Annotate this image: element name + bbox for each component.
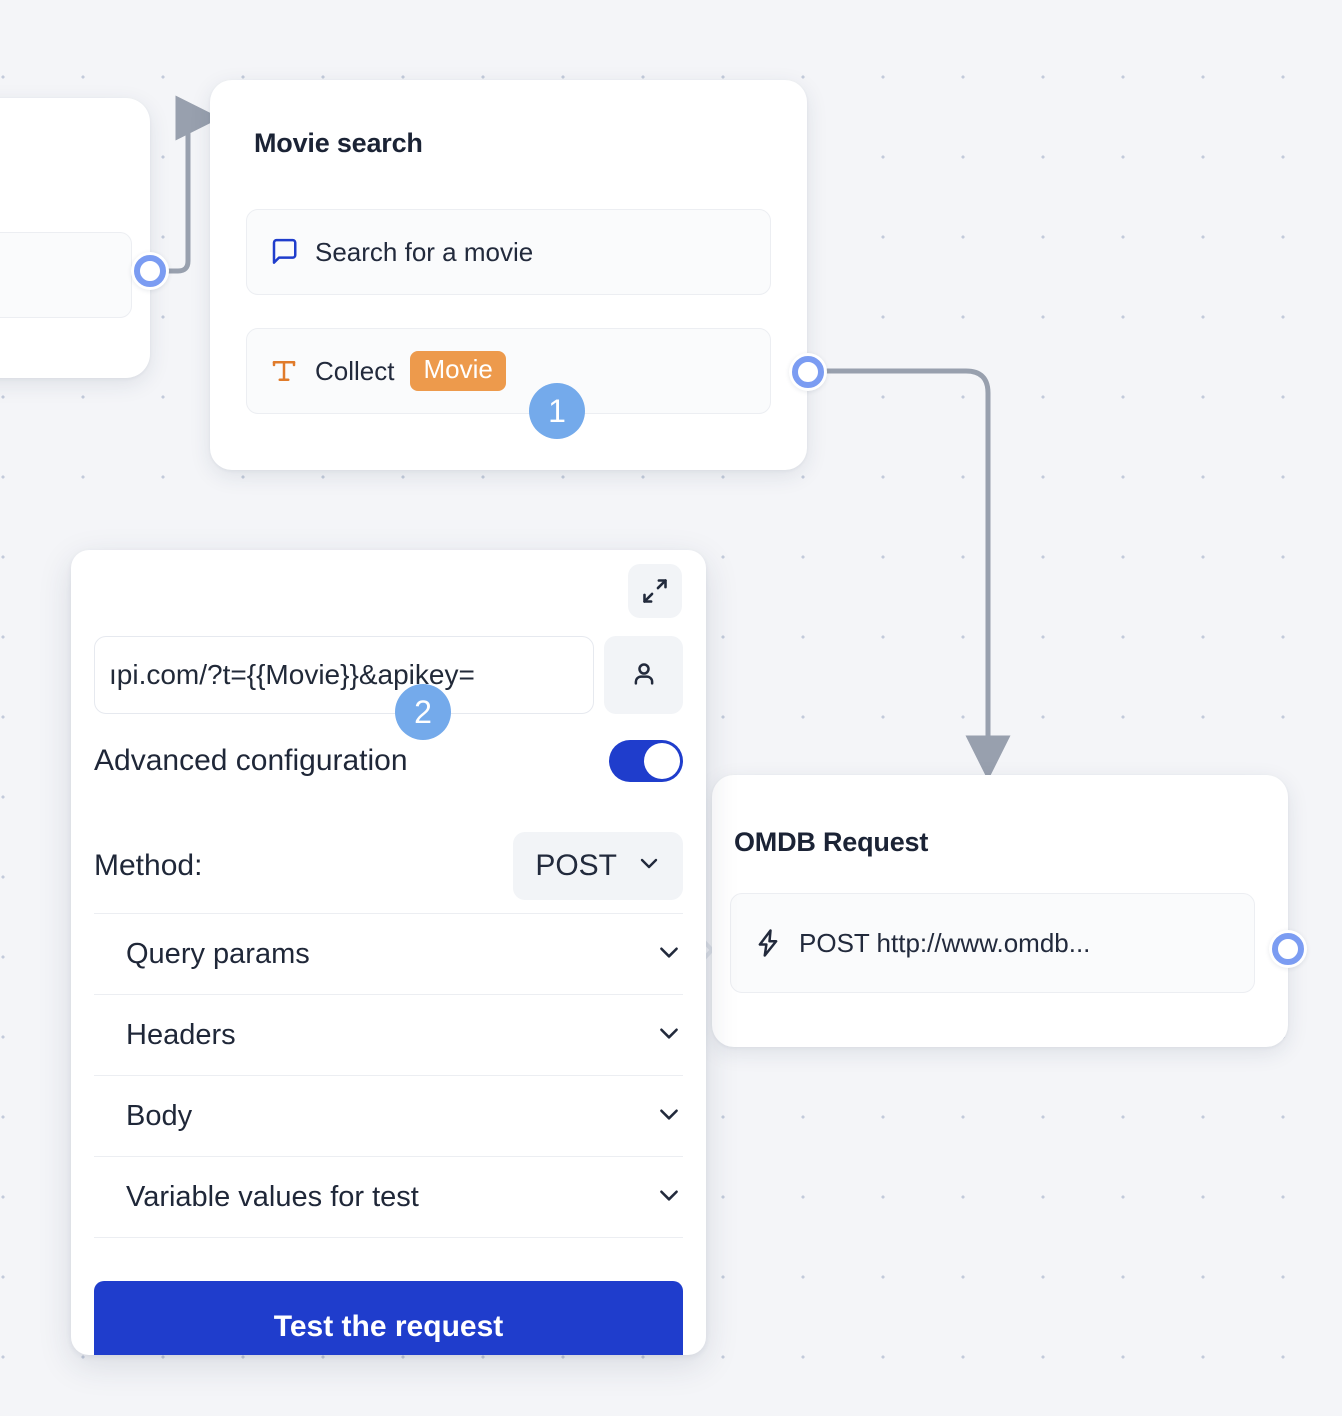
person-icon	[629, 659, 659, 692]
node-row-label: POST http://www.omdb...	[799, 927, 1091, 958]
node-row-collect-movie[interactable]: Collect Movie	[246, 328, 771, 414]
connection-port-left-node[interactable]	[131, 252, 169, 290]
variable-chip-movie[interactable]: Movie	[410, 351, 506, 391]
url-row	[94, 636, 683, 714]
node-row-search-for-a-movie[interactable]: Search for a movie	[246, 209, 771, 295]
section-variable-values-for-test[interactable]: Variable values for test	[94, 1156, 683, 1237]
chevron-down-icon	[656, 1020, 682, 1051]
section-label: Headers	[126, 1018, 236, 1051]
advanced-configuration-toggle[interactable]	[609, 740, 683, 782]
node-partial-left[interactable]	[0, 98, 150, 378]
node-omdb-request[interactable]: OMDB Request POST http://www.omdb...	[712, 775, 1288, 1047]
page-title: Movie search	[254, 128, 423, 158]
node-row-label: Collect	[315, 355, 395, 386]
request-config-panel[interactable]: Advanced configuration Method: POST Quer…	[71, 550, 706, 1355]
connector-movie-to-omdb	[824, 368, 1011, 781]
connection-port-movie-search[interactable]	[789, 353, 827, 391]
connector-left-to-movie	[165, 95, 221, 274]
advanced-configuration-row: Advanced configuration	[94, 740, 683, 782]
advanced-configuration-label: Advanced configuration	[94, 744, 408, 777]
section-body[interactable]: Body	[94, 1075, 683, 1156]
toggle-knob	[644, 743, 680, 779]
text-t-icon	[269, 356, 299, 386]
section-label: Variable values for test	[126, 1180, 419, 1213]
lightning-bolt-icon	[753, 928, 783, 958]
message-bubble-icon	[269, 237, 299, 267]
step-badge-2: 2	[395, 684, 451, 740]
node-row-label: Search for a movie	[315, 236, 534, 267]
section-headers[interactable]: Headers	[94, 994, 683, 1075]
configuration-sections: Query params Headers Body	[94, 913, 683, 1238]
node-rows: Search for a movie Collect Movie	[246, 209, 771, 414]
section-query-params[interactable]: Query params	[94, 913, 683, 994]
node-movie-search[interactable]: Movie search Search for a movie	[210, 80, 807, 470]
chevron-down-icon	[656, 1101, 682, 1132]
test-the-request-button[interactable]: Test the request	[94, 1281, 683, 1355]
node-row[interactable]	[0, 232, 132, 318]
method-select[interactable]: POST	[513, 832, 683, 900]
step-badge-1: 1	[529, 383, 585, 439]
method-label: Method:	[94, 849, 203, 882]
chevron-down-icon	[656, 1182, 682, 1213]
url-input[interactable]	[94, 636, 594, 714]
chevron-down-icon	[637, 849, 661, 883]
chevron-down-icon	[656, 939, 682, 970]
connection-port-omdb-request[interactable]	[1269, 930, 1307, 968]
section-label: Query params	[126, 937, 310, 970]
page-title: OMDB Request	[734, 827, 929, 857]
person-icon-button[interactable]	[604, 636, 683, 714]
node-row-post-request[interactable]: POST http://www.omdb...	[730, 893, 1255, 993]
section-label: Body	[126, 1099, 193, 1132]
method-value: POST	[535, 849, 617, 882]
method-row: Method: POST	[94, 832, 683, 900]
section-divider	[94, 1237, 683, 1238]
expand-diagonal-icon[interactable]	[628, 564, 682, 618]
